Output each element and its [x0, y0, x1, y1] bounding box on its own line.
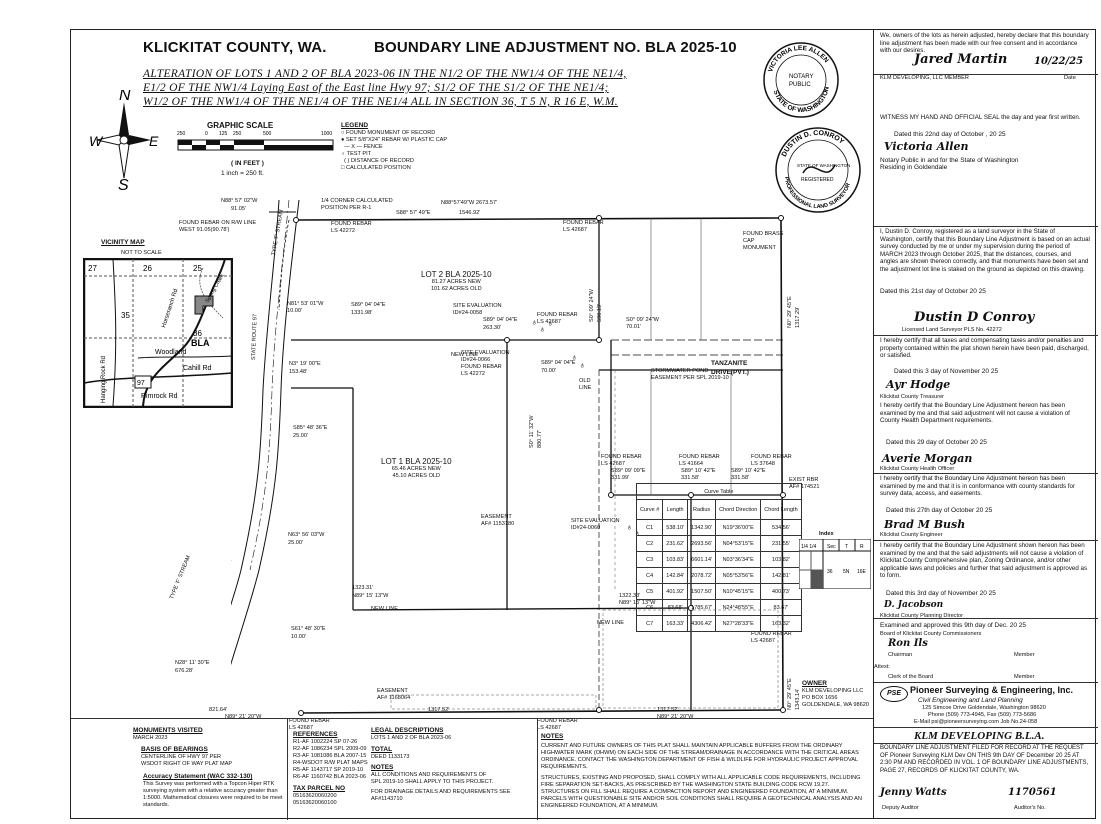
- svg-text:♁: ♁: [626, 522, 633, 532]
- svg-text:BLA: BLA: [191, 338, 210, 348]
- monuments-block: MONUMENTS VISITED MARCH 2023: [133, 727, 203, 741]
- legal-block: LEGAL DESCRIPTIONS LOTS 1 AND 2 OF BLA 2…: [371, 727, 452, 741]
- svg-text:Woodland: Woodland: [155, 349, 187, 356]
- owner-date: 10/22/25: [1034, 56, 1084, 67]
- certificates-column: We, owners of the lots as herein adjuste…: [873, 30, 1098, 818]
- vicinity-scale: NOT TO SCALE: [121, 250, 162, 256]
- legend-item-found: ○ FOUND MONUMENT OF RECORD: [341, 130, 436, 136]
- scale-title: GRAPHIC SCALE: [207, 121, 274, 130]
- index-grid: 1/4 1/4 Sec T R 36 5N 16E: [799, 539, 871, 589]
- svg-text:R: R: [860, 544, 864, 550]
- svg-text:26: 26: [143, 264, 152, 273]
- owner-block: OWNER KLM DEVELOPING LLC PO BOX 1656 GOL…: [802, 680, 869, 708]
- svg-text:T: T: [845, 544, 848, 550]
- svg-text:STATE OF WASHINGTON: STATE OF WASHINGTON: [797, 163, 850, 168]
- surveyor-seal-icon: DUSTIN D. CONROY PROFESSIONAL LAND SURVE…: [775, 127, 861, 213]
- index-title: Index: [819, 531, 834, 537]
- svg-text:Hanging Rock Rd: Hanging Rock Rd: [101, 356, 107, 403]
- north-arrow-icon: N S W E: [89, 90, 159, 190]
- svg-text:♁: ♁: [579, 360, 586, 370]
- svg-text:♁: ♁: [547, 318, 554, 328]
- svg-text:1/4 1/4: 1/4 1/4: [801, 544, 817, 550]
- notes-block: NOTES ALL CONDITIONS AND REQUIREMENTS OF…: [371, 764, 511, 802]
- notary-signature: Victoria Allen: [884, 140, 969, 153]
- svg-text:Rimrock Rd: Rimrock Rd: [141, 393, 178, 400]
- vicinity-map: 27 26 25 35 36 BLA Woodland Cahill Rd Ri…: [83, 258, 233, 408]
- bla-title: BOUNDARY LINE ADJUSTMENT NO. BLA 2025-10: [374, 39, 737, 56]
- svg-text:♁: ♁: [571, 352, 578, 362]
- treasurer-signature: Ayr Hodge: [886, 378, 951, 391]
- legend-item-testpit: ♁ TEST PIT: [341, 151, 372, 157]
- svg-text:PUBLIC: PUBLIC: [789, 82, 811, 88]
- dev-title: KLM DEVELOPING B.L.A.: [914, 730, 1045, 742]
- compass-n: N: [119, 90, 131, 104]
- surveyor-signature: Dustin D Conroy: [914, 310, 1035, 325]
- svg-text:♁: ♁: [539, 324, 546, 334]
- vicinity-title: VICINITY MAP: [101, 239, 145, 246]
- legend: LEGEND ○ FOUND MONUMENT OF RECORD ● SET …: [341, 122, 447, 172]
- svg-text:16E: 16E: [857, 569, 867, 575]
- compass-e: E: [149, 133, 159, 149]
- svg-text:97: 97: [137, 380, 145, 387]
- chairman-signature: Ron Ils: [888, 638, 928, 649]
- compass-s: S: [118, 177, 129, 190]
- accuracy-block: Accuracy Statement (WAC 332-130) This Su…: [143, 773, 283, 808]
- scale-tick-0: 250: [177, 131, 186, 137]
- owner-declaration: We, owners of the lots as herein adjuste…: [880, 32, 1089, 55]
- references-block: REFERENCES R1-AF 1002224 SP 07-26 R2-AF …: [293, 731, 368, 780]
- scale-unit: ( IN FEET ): [231, 160, 264, 167]
- legend-item-record: ( ) DISTANCE OF RECORD: [344, 158, 414, 164]
- plat-sheet: KLICKITAT COUNTY, WA. BOUNDARY LINE ADJU…: [70, 29, 1098, 820]
- scale-tick-1: 0: [205, 131, 208, 137]
- total-block: TOTAL DEED 1133173: [371, 746, 410, 760]
- svg-text:REGISTERED: REGISTERED: [801, 177, 834, 183]
- health-signature: Averie Morgan: [882, 452, 973, 465]
- svg-text:Cahill Rd: Cahill Rd: [183, 365, 212, 372]
- notes2-block: NOTES CURRENT AND FUTURE OWNERS OF THIS …: [541, 733, 862, 809]
- description-line-1: ALTERATION OF LOTS 1 AND 2 OF BLA 2023-0…: [143, 68, 627, 80]
- auditor-number: 1170561: [1008, 787, 1057, 798]
- legend-item-fence: — X — FENCE: [344, 144, 383, 150]
- bearings-block: BASIS OF BEARINGS CENTERLINE OF HWY 97 P…: [141, 746, 233, 767]
- svg-text:Sec: Sec: [827, 544, 836, 550]
- county-title: KLICKITAT COUNTY, WA.: [143, 39, 327, 56]
- scale-tick-3: 250: [233, 131, 242, 137]
- description-line-3: W1/2 OF THE NW1/4 OF THE NE1/4 OF THE NE…: [143, 96, 618, 108]
- scale-tick-2: 125: [219, 131, 228, 137]
- lot2-label: LOT 2 BLA 2025-10 81.27 ACRES NEW 101.62…: [421, 270, 492, 292]
- tax-block: TAX PARCEL NO 05163620060200 05163620060…: [293, 785, 346, 806]
- auditor-signature: Jenny Watts: [880, 787, 947, 798]
- planning-signature: D. Jacobson: [884, 600, 944, 610]
- svg-text:27: 27: [88, 264, 97, 273]
- firm-logo-icon: PSE: [880, 686, 908, 702]
- scale-ratio: 1 inch = 250 ft.: [221, 170, 264, 177]
- svg-text:5N: 5N: [843, 569, 850, 575]
- legend-item-calc: □ CALCULATED POSITION: [341, 165, 411, 171]
- scale-tick-4: 500: [263, 131, 272, 137]
- owner-signature: Jared Martin: [914, 52, 1008, 67]
- description-line-2: E1/2 OF THE NW1/4 Laying East of the Eas…: [143, 82, 609, 94]
- svg-text:36: 36: [193, 329, 202, 338]
- legend-item-set: ● SET 5/8"X24" REBAR W/ PLASTIC CAP: [341, 137, 448, 143]
- scale-tick-5: 1000: [321, 131, 332, 137]
- svg-text:25: 25: [193, 264, 202, 273]
- engineer-signature: Brad M Bush: [884, 518, 966, 531]
- graphic-scale: 250 0 125 250 500 1000: [177, 131, 334, 151]
- svg-text:♁: ♁: [531, 317, 538, 327]
- lot1-label: LOT 1 BLA 2025-10 65.46 ACRES NEW 45.10 …: [381, 457, 452, 479]
- notary-seal-icon: VICTORIA LEE ALLEN STATE OF WASHINGTON N…: [763, 42, 839, 118]
- svg-text:35: 35: [121, 311, 130, 320]
- svg-text:NOTARY: NOTARY: [789, 74, 813, 80]
- svg-text:36: 36: [827, 569, 833, 575]
- legend-title: LEGEND: [341, 122, 369, 129]
- compass-w: W: [89, 133, 104, 149]
